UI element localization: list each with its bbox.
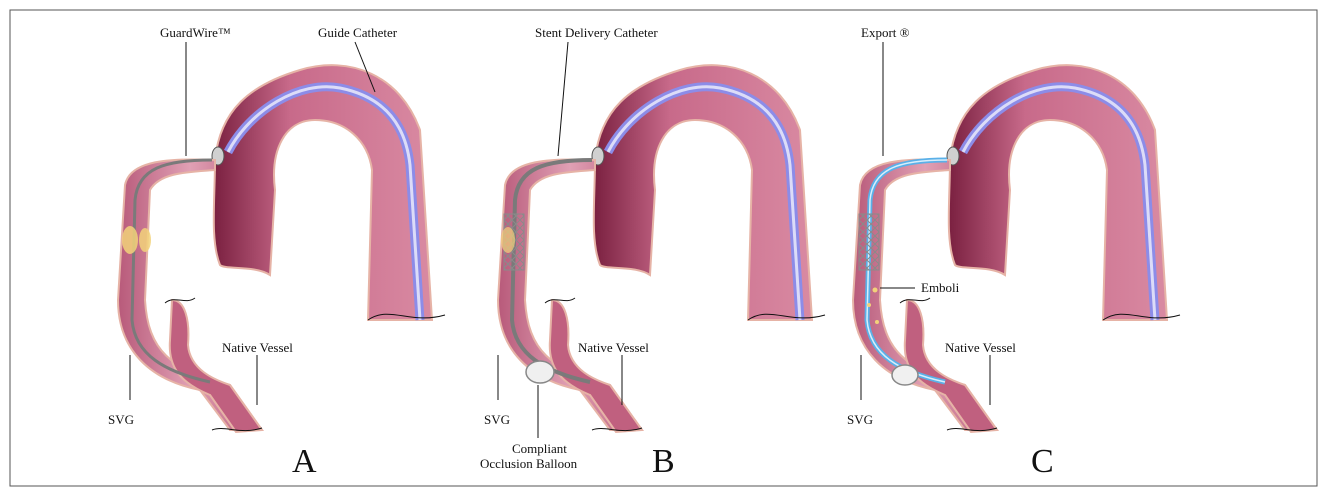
svg-label: SVG [847, 412, 873, 427]
guardwire-label: GuardWire™ [160, 25, 231, 40]
native-vessel-label: Native Vessel [945, 340, 1016, 355]
svg-label: SVG [484, 412, 510, 427]
occlusion-balloon [526, 361, 554, 383]
guide-catheter-label: Guide Catheter [318, 25, 398, 40]
stent [859, 214, 879, 270]
native-vessel-label: Native Vessel [578, 340, 649, 355]
panel-letter: A [292, 443, 317, 480]
emboli-particle [875, 320, 879, 324]
emboli-particle [867, 303, 871, 307]
emboli-label: Emboli [921, 280, 960, 295]
native-vessel-label: Native Vessel [222, 340, 293, 355]
stent-delivery-catheter-label: Stent Delivery Catheter [535, 25, 658, 40]
plaque [122, 226, 138, 254]
emboli-particle [873, 288, 878, 293]
occlusion-balloon [892, 365, 918, 385]
panel-letter: C [1031, 443, 1054, 480]
export-label: Export ® [861, 25, 910, 40]
plaque [501, 227, 515, 253]
svg-label: SVG [108, 412, 134, 427]
panel-letter: B [652, 443, 675, 480]
plaque [139, 228, 151, 252]
balloon-label-line1: Compliant [512, 441, 567, 456]
balloon-label-line2: Occlusion Balloon [480, 456, 578, 471]
